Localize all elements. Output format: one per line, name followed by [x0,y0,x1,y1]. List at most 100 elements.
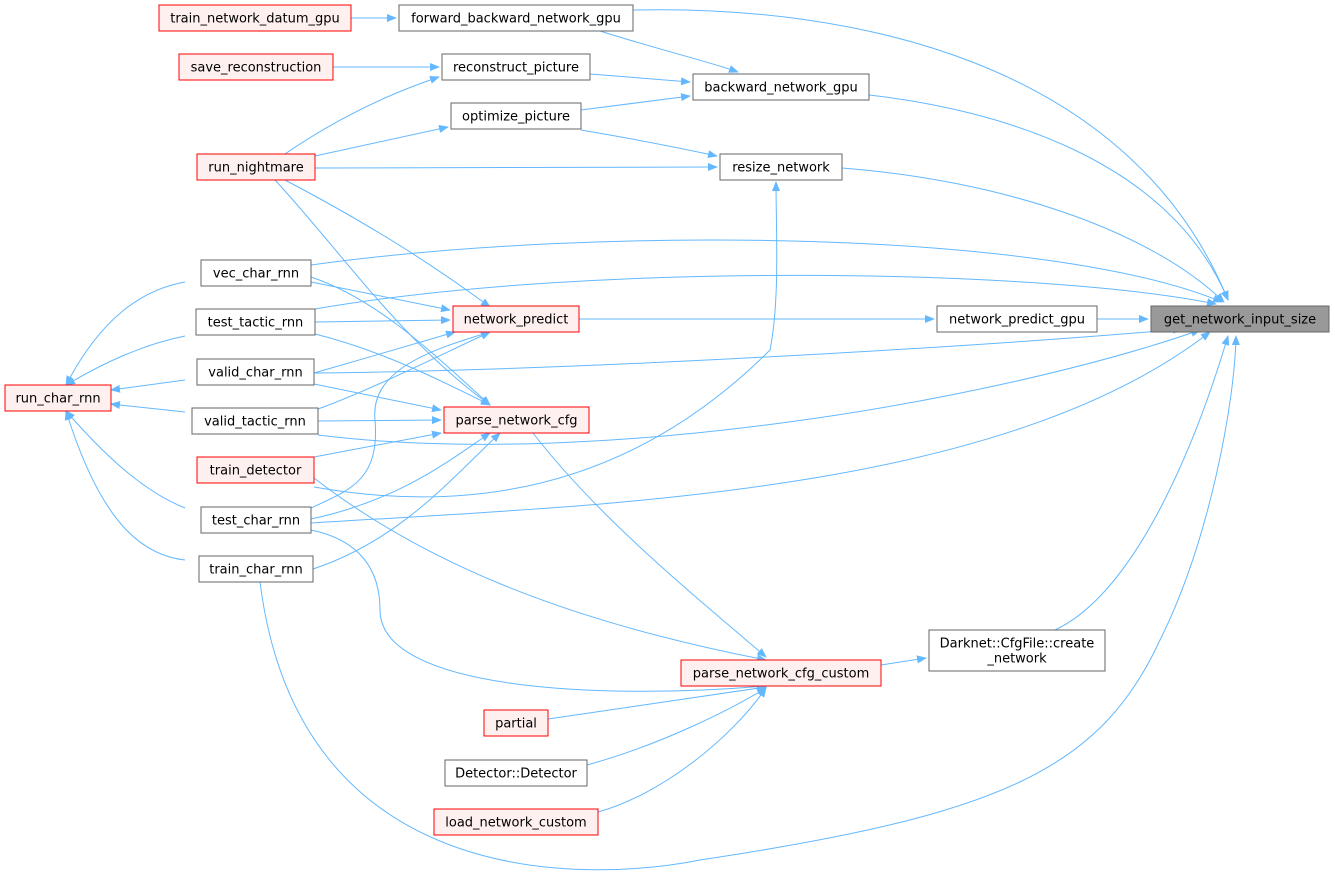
edge-test_char_rnn-to-network_predict [310,330,491,509]
node-save-reconstruction[interactable]: save_reconstruction [178,53,334,81]
node-label: train_char_rnn [209,563,303,578]
node-box [680,659,882,687]
node-get-network-input-size[interactable]: get_network_input_size [1150,305,1330,333]
node-test-char-rnn[interactable]: test_char_rnn [200,506,312,534]
nodes-layer: get_network_input_size forward_backward_n… [4,4,1330,836]
node-box [195,308,316,336]
node-label: Darknet::CfgFile::create [940,637,1095,652]
node-box [398,4,634,32]
edge-test_tactic_rnn-to-parse_network_cfg [314,333,491,406]
edge-create_network-to-get_network_input_size [1054,335,1230,631]
edge-partial-to-parse_network_cfg_custom [110,379,186,393]
node-partial[interactable]: partial [483,709,549,737]
node-box [450,102,582,130]
edge-run_char_rnn-to-train_char_rnn [597,687,767,813]
node-box [178,53,334,81]
node-box [200,506,312,534]
node-box [191,407,319,435]
edge-run_char_rnn-to-test_tactic_rnn [313,477,767,663]
node-label: run_nightmare [208,161,303,176]
edge-run_nightmare-to-optimize_picture [314,125,449,157]
edge-valid_char_rnn-to-parse_network_cfg [313,383,442,413]
edge-parse_network_cfg_custom-to-create_network [64,410,186,561]
node-forward-backward-network-gpu[interactable]: forward_backward_network_gpu [398,4,634,32]
edge-valid_tactic_rnn-to-parse_network_cfg [317,416,442,425]
node-reconstruct-picture[interactable]: reconstruct_picture [441,53,591,81]
node-train-network-datum-gpu[interactable]: train_network_datum_gpu [158,4,352,32]
edge-run_char_rnn-to-valid_char_rnn [310,529,767,692]
node-network-predict[interactable]: network_predict [452,305,580,333]
node-label: _network [986,652,1047,667]
node-label: backward_network_gpu [704,81,857,96]
node-vec-char-rnn[interactable]: vec_char_rnn [200,259,312,287]
node-box [4,384,112,412]
edge-forward_backward_network_gpu-to-get_network_input_size [632,9,1229,301]
edge-run_nightmare-to-parse_network_cfg [274,179,491,406]
node-label: test_tactic_rnn [208,316,304,331]
node-box [452,305,580,333]
node-parse-network-cfg[interactable]: parse_network_cfg [443,406,590,434]
edge-test_char_rnn-to-parse_network_cfg [310,432,491,520]
edge-test_char_rnn-to-parse_network_cfg_custom [65,335,186,386]
edge-run_nightmare-to-reconstruct_picture [284,76,440,155]
edge-optimize_picture-to-resize_network [580,129,718,159]
node-label: get_network_input_size [1164,313,1316,328]
node-label: resize_network [732,161,830,176]
edge-test_char_rnn-to-get_network_input_size [310,331,1211,524]
node-train-detector[interactable]: train_detector [196,456,315,484]
node-label: valid_char_rnn [208,366,302,381]
edge-train_char_rnn-to-parse_network_cfg [312,432,501,570]
node-detector-detector[interactable]: Detector::Detector [444,759,588,787]
edge-train_detector-to-parse_network_cfg [313,430,442,458]
node-label: parse_network_cfg [455,414,577,429]
node-label: run_char_rnn [15,392,100,407]
node-valid-tactic-rnn[interactable]: valid_tactic_rnn [191,407,319,435]
node-box [1150,305,1330,333]
node-label: network_predict [464,313,569,328]
node-load-network-custom[interactable]: load_network_custom [433,808,599,836]
node-label: test_char_rnn [212,514,300,529]
edge-valid_char_rnn-to-network_predict [313,330,456,374]
node-test-tactic-rnn[interactable]: test_tactic_rnn [195,308,316,336]
edge-run_nightmare-to-network_predict [284,179,491,308]
node-label: valid_tactic_rnn [204,415,306,430]
node-box [441,53,591,81]
edge-run_char_rnn-to-valid_tactic_rnn [547,684,767,720]
node-box [433,808,599,836]
node-box [200,259,312,287]
edge-optimize_picture-to-backward_network_gpu [580,93,691,111]
edge-vec_char_rnn-to-parse_network_cfg [310,276,491,406]
edge-reconstruct_picture-to-backward_network_gpu [589,73,691,86]
node-box [196,456,315,484]
node-parse-network-cfg-custom[interactable]: parse_network_cfg_custom [680,659,882,687]
node-label: Detector::Detector [455,767,577,782]
node-backward-network-gpu[interactable]: backward_network_gpu [692,73,870,101]
node-run-char-rnn[interactable]: run_char_rnn [4,384,112,412]
node-box [196,153,316,181]
node-box [198,555,314,583]
node-train-char-rnn[interactable]: train_char_rnn [198,555,314,583]
node-valid-char-rnn[interactable]: valid_char_rnn [196,358,315,386]
node-box [443,406,590,434]
edge-run_char_rnn-to-test_char_rnn [586,687,767,766]
edge-valid_tactic_rnn-to-get_network_input_size [317,329,1201,445]
edge-vec_char_rnn-to-get_network_input_size [310,239,1223,303]
edge-load_network_custom-to-parse_network_cfg_custom [65,410,186,509]
node-network-predict-gpu[interactable]: network_predict_gpu [936,305,1098,333]
edge-forward_backward_network_gpu-to-backward_network_gpu [599,30,739,73]
edge-resize_network-to-get_network_input_size [841,167,1225,303]
node-create-network[interactable]: Darknet::CfgFile::create_network [928,629,1106,672]
node-label: save_reconstruction [191,61,322,76]
node-label: optimize_picture [462,110,570,125]
node-label: reconstruct_picture [453,61,579,76]
node-box [196,358,315,386]
edges-layer [64,9,1240,871]
node-box [692,73,870,101]
node-run-nightmare[interactable]: run_nightmare [196,153,316,181]
edge-valid_char_rnn-to-get_network_input_size [314,325,1183,374]
node-box [719,153,843,181]
node-box [928,629,1106,672]
node-optimize-picture[interactable]: optimize_picture [450,102,582,130]
node-resize-network[interactable]: resize_network [719,153,843,181]
